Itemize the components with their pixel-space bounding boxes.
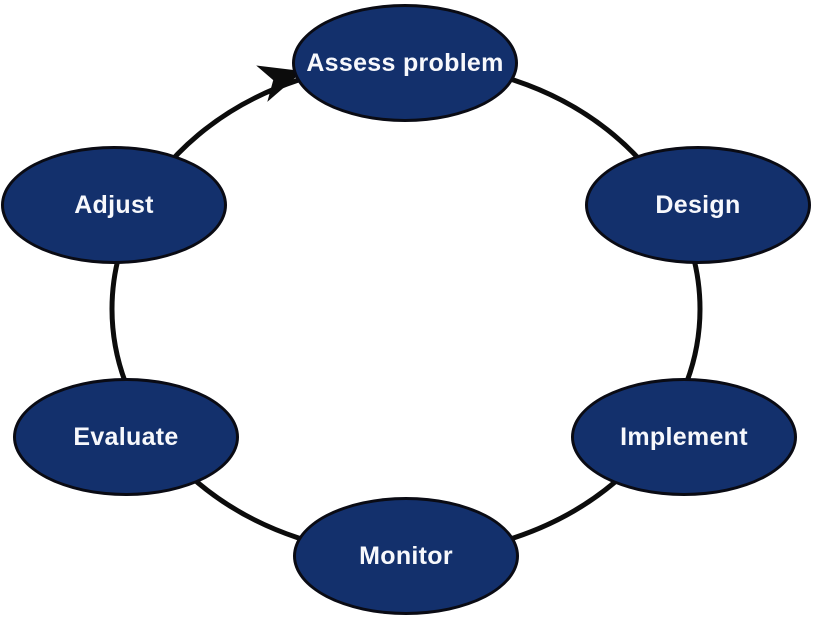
node-monitor: Monitor [293, 497, 519, 615]
node-implement-label: Implement [620, 422, 748, 451]
arrowhead-icon [256, 65, 303, 102]
node-assess-problem-label: Assess problem [306, 48, 504, 77]
node-monitor-label: Monitor [359, 541, 453, 570]
node-design: Design [585, 146, 811, 264]
node-evaluate: Evaluate [13, 378, 239, 496]
node-evaluate-label: Evaluate [73, 422, 179, 451]
node-implement: Implement [571, 378, 797, 496]
node-adjust-label: Adjust [74, 190, 154, 219]
node-design-label: Design [655, 190, 741, 219]
node-assess-problem: Assess problem [292, 4, 518, 122]
node-adjust: Adjust [1, 146, 227, 264]
